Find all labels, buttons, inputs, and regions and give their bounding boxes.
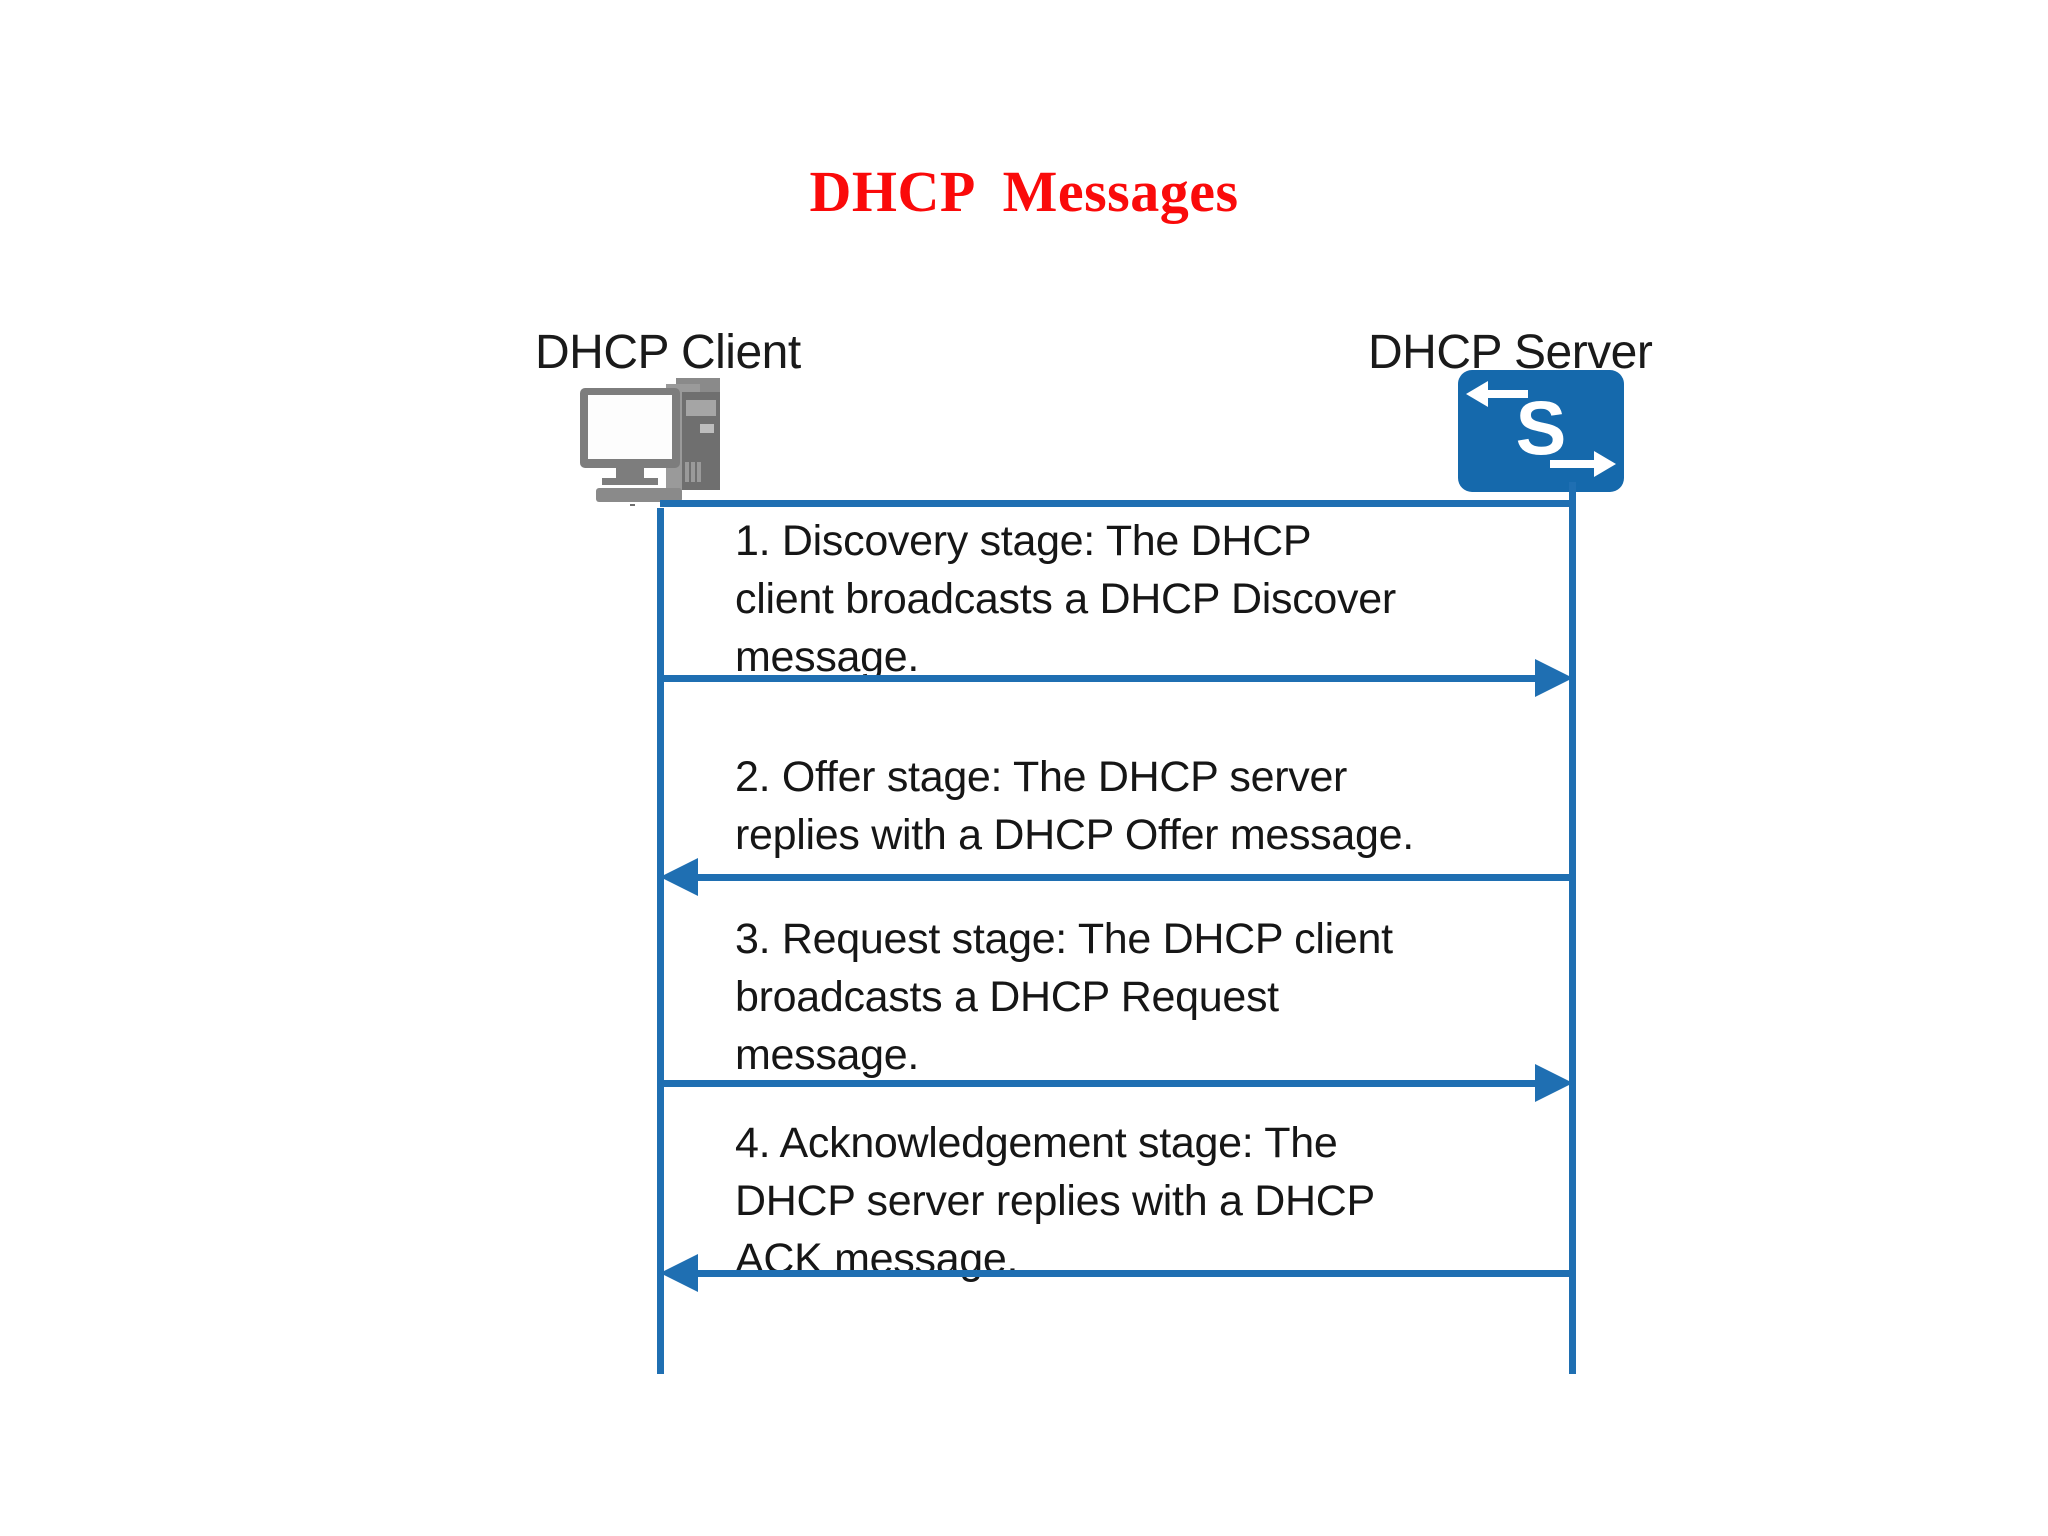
message-4-text: 4. Acknowledgement stage: The DHCP serve… [735,1119,1375,1283]
message-1-arrowhead [1535,659,1573,697]
desktop-computer-icon [578,378,726,506]
message-3-line [660,1080,1540,1087]
message-4-line [692,1270,1572,1277]
message-2-text: 2. Offer stage: The DHCP server replies … [735,753,1414,859]
server-icon-letter: S [1515,386,1567,472]
arrow-right-icon [1550,451,1616,477]
node-connector-line [660,500,1572,507]
client-lifeline [657,508,664,1374]
server-icon: S [1458,370,1624,492]
server-lifeline [1569,482,1576,1374]
message-1-text: 1. Discovery stage: The DHCP client broa… [735,517,1396,681]
client-node-label: DHCP Client [535,326,801,379]
message-1-line [660,675,1540,682]
arrow-left-icon [1466,381,1528,407]
page-title: DHCP Messages [809,159,1239,224]
message-3-arrowhead [1535,1064,1573,1102]
message-2-line [692,874,1572,881]
message-3-text: 3. Request stage: The DHCP client broadc… [735,915,1393,1079]
message-2-arrowhead [660,858,698,896]
message-4-arrowhead [660,1254,698,1292]
